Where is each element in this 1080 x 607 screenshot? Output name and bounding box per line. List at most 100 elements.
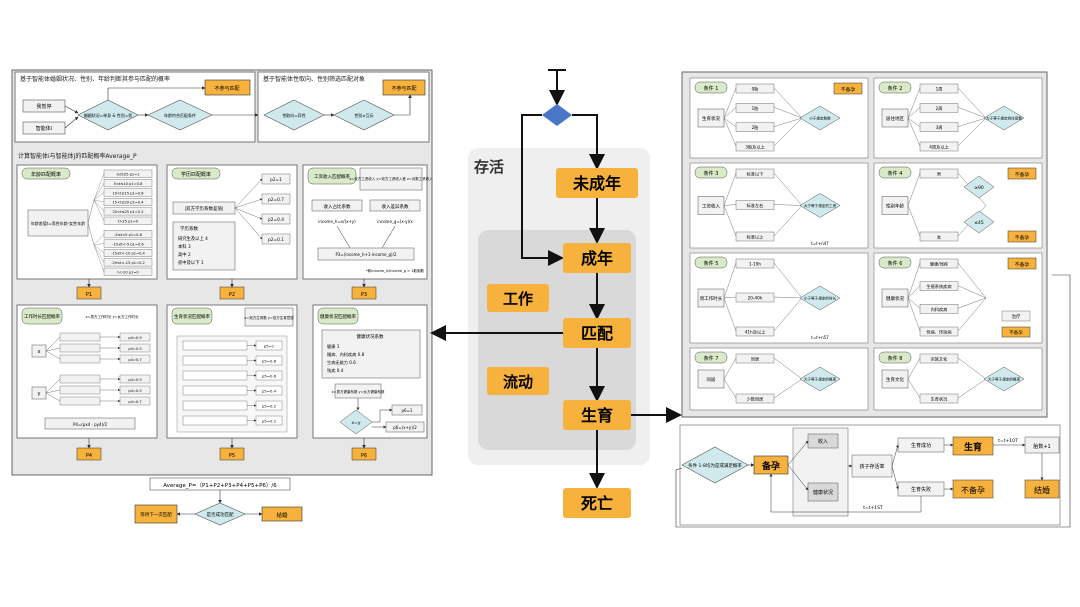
condition-diamond-text: 大于等于规定的概率 bbox=[988, 377, 1021, 382]
p1-row: 10<t≤15 p1=0.6 bbox=[112, 191, 144, 195]
bottom-success: 生育成功 bbox=[911, 442, 931, 449]
bottom-shengyu: 生育 bbox=[964, 441, 982, 453]
p6-r1: p6=1 bbox=[402, 408, 413, 413]
condition-diamond-text: 大于等于规定的工资 bbox=[804, 203, 837, 208]
counter-2: t=t+n57 bbox=[811, 335, 829, 340]
node-si-wang-label: 死亡 bbox=[581, 494, 613, 513]
condition-label: 条件 7 bbox=[704, 355, 719, 362]
condition-option: 性病、传染病 bbox=[926, 329, 951, 336]
top2-d1: 性取向=异性 bbox=[282, 112, 305, 118]
p6-label: P6 bbox=[361, 453, 367, 459]
p3-label: P3 bbox=[361, 292, 367, 298]
p4-row: p4=0.7 bbox=[128, 358, 141, 362]
p1-row: -20≤t<-15 p1=0.2 bbox=[111, 261, 145, 265]
condition-option: 41h及以上 bbox=[745, 329, 766, 336]
p2-label: P2 bbox=[229, 292, 235, 298]
p1-row: 0≤t≤5 p1=1 bbox=[116, 173, 139, 177]
p3-f1: income_h=x/(x+y) bbox=[318, 219, 356, 224]
condition-option: 少数同居 bbox=[747, 396, 764, 403]
condition-attr: 周工作时长 bbox=[700, 295, 723, 302]
condition-option: 标准以上 bbox=[747, 234, 764, 241]
p6-r2: p6=(x+y)/2 bbox=[393, 425, 417, 430]
top2-title: 基于智能体性取向、性别筛选匹配对象 bbox=[263, 75, 365, 83]
top1-d1: 婚姻状况=单身 & 性别=男 bbox=[84, 112, 132, 118]
node-gong-zuo bbox=[487, 284, 549, 312]
condition-label: 条件 6 bbox=[888, 260, 903, 267]
c6-side: 治疗 bbox=[1012, 313, 1021, 320]
p2-coef-row: 高中 2 bbox=[178, 251, 191, 258]
p6-coef-row: 健康 1 bbox=[327, 343, 340, 350]
p3-b1: 收入占比系数 bbox=[324, 203, 351, 210]
p1-row: -10≤t<-5 p1=0.6 bbox=[112, 242, 144, 246]
p1-title: 年龄匹配概率 bbox=[31, 171, 61, 178]
top1-d2: 年龄符合匹配条件 bbox=[164, 112, 196, 118]
condition-option: 生育状况 bbox=[931, 396, 949, 403]
condition-option: 健康/残疾 bbox=[930, 261, 949, 268]
condition-attr: 居住地区 bbox=[886, 115, 904, 122]
wait-box: 等待下一次匹配 bbox=[140, 511, 172, 518]
right-fertility-panel: 条件 1生育状况0胎1胎2胎3胎及以上小于规定胎数不备孕条件 2居住地区1周2周… bbox=[681, 71, 1048, 418]
p6-coef-row: 慢病、内科疾病 0.8 bbox=[327, 351, 365, 358]
center-lifecycle: 存活 未成年 成年 工作 匹配 流动 生育 死亡 bbox=[430, 69, 682, 518]
p4-row: p4=0.5 bbox=[128, 347, 141, 351]
p1-row: t<-20 p1=0 bbox=[117, 271, 139, 275]
node-liu-dong-label: 流动 bbox=[503, 373, 533, 391]
p2-coef-row: 初中及以下 1 bbox=[178, 259, 204, 266]
p5-row: p5=0.2 bbox=[262, 404, 277, 409]
p5-title: 生育状况匹配概率 bbox=[174, 313, 210, 320]
condition-option: 1周 bbox=[936, 87, 943, 93]
p4-y: y bbox=[38, 391, 41, 397]
condition-option: 4周及以上 bbox=[929, 144, 948, 151]
p4-row: p4=0.9 bbox=[128, 378, 142, 382]
bottom-jiankang: 健康状况 bbox=[813, 489, 833, 496]
condition-label: 条件 1 bbox=[704, 85, 719, 92]
top1-diamond2 bbox=[147, 99, 213, 131]
group-cunhuo: 存活 bbox=[474, 158, 504, 176]
condition-diamond-text: 大于等于规定的概率 bbox=[804, 377, 837, 382]
p5-label: P5 bbox=[229, 453, 235, 459]
p3-note: x=双方工资收入 y=双方工资收入差 z=对数工资收入 bbox=[349, 176, 433, 181]
top1-title: 基于智能体婚姻状况、性别、年龄判断其参与匹配的概率 bbox=[20, 75, 170, 83]
top1-diamond1 bbox=[77, 99, 139, 131]
bottom-jiehun: 结婚 bbox=[1034, 485, 1050, 495]
top2-d2: 性别≠互斥 bbox=[354, 112, 373, 118]
p4-title: 工作时长匹配概率 bbox=[24, 313, 60, 320]
condition-label: 条件 2 bbox=[888, 85, 903, 92]
node-liu-dong bbox=[487, 367, 549, 395]
end-box: 结婚 bbox=[276, 511, 288, 519]
p4-x: x bbox=[38, 349, 41, 355]
condition-option: 0胎 bbox=[752, 86, 760, 93]
top1-box1: 我暂停 bbox=[36, 103, 51, 110]
p1-rows: 0≤t≤5 p1=15<t≤10 p1=0.810<t≤15 p1=0.615<… bbox=[87, 169, 153, 276]
condition-option: 内科疾病 bbox=[931, 306, 948, 313]
p5-row: p5=1 bbox=[264, 344, 275, 349]
condition-label: 条件 8 bbox=[888, 355, 903, 362]
node-pi-pei bbox=[563, 318, 631, 348]
p4-note: x=男方工作时长 y=女方工作时长 bbox=[85, 314, 139, 319]
condition-option: 男 bbox=[937, 172, 941, 178]
node-pi-pei-label: 匹配 bbox=[581, 324, 613, 343]
condition-option: 女 bbox=[937, 234, 941, 241]
node-cheng-nian bbox=[563, 243, 631, 273]
condition-option: 3胎及以上 bbox=[745, 144, 764, 151]
node-sheng-yu bbox=[563, 400, 631, 430]
condition-option: 宗族文化 bbox=[931, 356, 949, 363]
c6-out2: 不备孕 bbox=[1009, 329, 1023, 336]
left-matching-panel: 基于智能体婚姻状况、性别、年龄判断其参与匹配的概率 基于智能体性取向、性别筛选匹… bbox=[11, 69, 433, 476]
node-gong-zuo-label: 工作 bbox=[503, 290, 533, 308]
p3-f2: income_g=(x-y)/x bbox=[377, 219, 413, 224]
p6-d: x=y bbox=[351, 421, 360, 426]
top2-diamond2 bbox=[333, 99, 395, 131]
p4-row: p4=0.5 bbox=[128, 389, 141, 393]
p2-coef-row: 研究生及以上 4 bbox=[178, 235, 208, 242]
p5-row: p5=0.2 bbox=[262, 419, 277, 424]
condition-attr: 工资收入 bbox=[702, 203, 720, 210]
p6-coef-row: 残疾 0.4 bbox=[327, 367, 344, 374]
p1-row: 5<t≤10 p1=0.8 bbox=[114, 182, 143, 186]
p2-row: p2=1 bbox=[270, 177, 282, 183]
main-title: 计算智能体i与智能体j的匹配概率Average_P bbox=[18, 152, 137, 160]
bottom-beiyun: 备孕 bbox=[761, 460, 780, 472]
top2-no: 不参与匹配 bbox=[391, 85, 416, 92]
c4-d2: ≤45 bbox=[974, 220, 984, 226]
